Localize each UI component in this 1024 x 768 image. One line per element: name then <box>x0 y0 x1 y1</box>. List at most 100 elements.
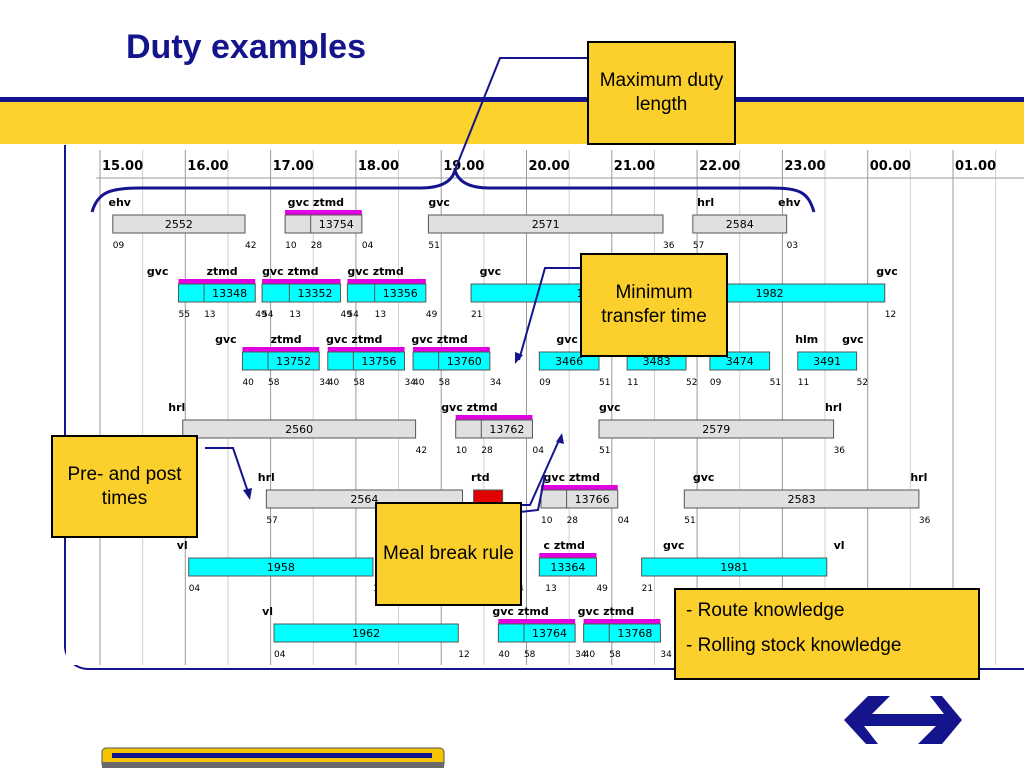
train-number: 1982 <box>756 287 784 300</box>
minute-label: 40 <box>328 378 340 388</box>
station-label: hrl <box>825 401 842 414</box>
train-number: 1981 <box>720 561 748 574</box>
station-label: gvc ztmd <box>262 265 318 278</box>
hour-label: 00.00 <box>870 159 911 174</box>
minute-label: 04 <box>274 650 286 660</box>
minute-label: 04 <box>362 241 374 251</box>
hour-label: 22.00 <box>699 159 740 174</box>
minute-label: 34 <box>575 650 587 660</box>
duty-bar <box>188 557 374 577</box>
station-label: gvc ztmd <box>492 605 548 618</box>
station-label: rtd <box>471 471 490 484</box>
callout-meal-break: Meal break rule <box>375 502 522 606</box>
station-label: hrl <box>258 471 275 484</box>
minute-label: 57 <box>693 241 704 251</box>
duty-bar <box>182 419 417 439</box>
minute-label: 28 <box>311 241 323 251</box>
duty-bar <box>327 351 406 371</box>
duty-bar <box>538 557 597 577</box>
duty-bar <box>497 623 576 643</box>
minute-label: 09 <box>710 378 722 388</box>
duty-bar <box>427 214 664 234</box>
train-number: 13766 <box>575 493 610 506</box>
minute-label: 34 <box>405 378 417 388</box>
hour-label: 16.00 <box>187 159 228 174</box>
break-marker <box>413 347 490 352</box>
station-label: ztmd <box>207 265 238 278</box>
duty-bar <box>273 623 459 643</box>
minute-label: 04 <box>189 584 201 594</box>
station-label: hrl <box>168 401 185 414</box>
minute-label: 12 <box>885 310 896 320</box>
hour-label: 21.00 <box>614 159 655 174</box>
station-label: vl <box>834 539 845 552</box>
callout-min-transfer-text: Minimum transfer time <box>601 282 707 327</box>
station-label: gvc <box>876 265 898 278</box>
train-number: 13764 <box>532 627 567 640</box>
duty-bar <box>261 283 342 303</box>
minute-label: 51 <box>599 446 610 456</box>
minute-label: 58 <box>524 650 536 660</box>
minute-label: 04 <box>618 516 630 526</box>
duty-bar <box>177 283 256 303</box>
train-number: 13754 <box>319 218 354 231</box>
duty-bar <box>598 419 835 439</box>
break-marker <box>583 619 661 624</box>
minute-label: 49 <box>426 310 438 320</box>
train-number: 13756 <box>361 355 396 368</box>
minute-label: 49 <box>596 584 608 594</box>
callout-max-duty: Maximum duty length <box>587 41 736 145</box>
station-label: ehv <box>778 196 801 209</box>
minute-label: 52 <box>857 378 868 388</box>
station-label: gvc <box>599 401 621 414</box>
minute-label: 36 <box>834 446 846 456</box>
minute-label: 40 <box>498 650 510 660</box>
station-label: ztmd <box>271 333 302 346</box>
train-number: 3491 <box>813 355 841 368</box>
train-number: 2584 <box>726 218 754 231</box>
minute-label: 52 <box>686 378 697 388</box>
station-label: gvc <box>556 333 578 346</box>
minute-label: 28 <box>567 516 579 526</box>
minute-label: 51 <box>428 241 439 251</box>
minute-label: 21 <box>471 310 482 320</box>
minute-label: 49 <box>341 310 353 320</box>
train-number: 13760 <box>447 355 482 368</box>
minute-label: 51 <box>599 378 610 388</box>
station-label: gvc <box>842 333 864 346</box>
duty-bar <box>797 351 858 371</box>
station-label: gvc ztmd <box>326 333 382 346</box>
train-number: 2560 <box>285 423 313 436</box>
minute-label: 09 <box>539 378 551 388</box>
train-number: 1962 <box>352 627 380 640</box>
minute-label: 42 <box>416 446 427 456</box>
minute-label: 34 <box>660 650 672 660</box>
duty-bar <box>346 283 427 303</box>
hour-label: 23.00 <box>784 159 825 174</box>
duty-bar <box>641 557 828 577</box>
minute-label: 58 <box>609 650 621 660</box>
break-marker <box>178 279 256 284</box>
minute-label: 54 <box>262 310 274 320</box>
minute-label: 51 <box>684 516 695 526</box>
minute-label: 10 <box>285 241 297 251</box>
diagram-frame <box>64 145 1024 670</box>
knowledge-rolling-stock: - Rolling stock knowledge <box>686 634 902 656</box>
train-number: 3483 <box>643 355 671 368</box>
minute-label: 58 <box>268 378 280 388</box>
minute-label: 54 <box>347 310 359 320</box>
hour-label: 20.00 <box>529 159 570 174</box>
station-label: gvc <box>480 265 502 278</box>
duty-bar <box>683 489 920 509</box>
minute-label: 58 <box>439 378 451 388</box>
minute-label: 34 <box>319 378 331 388</box>
station-label: gvc ztmd <box>347 265 403 278</box>
minute-label: 13 <box>545 584 556 594</box>
minute-label: 11 <box>627 378 638 388</box>
hour-label: 01.00 <box>955 159 996 174</box>
duty-bar <box>583 623 661 643</box>
station-label: ehv <box>109 196 132 209</box>
train-number: 2583 <box>788 493 816 506</box>
station-label: gvc ztmd <box>578 605 634 618</box>
